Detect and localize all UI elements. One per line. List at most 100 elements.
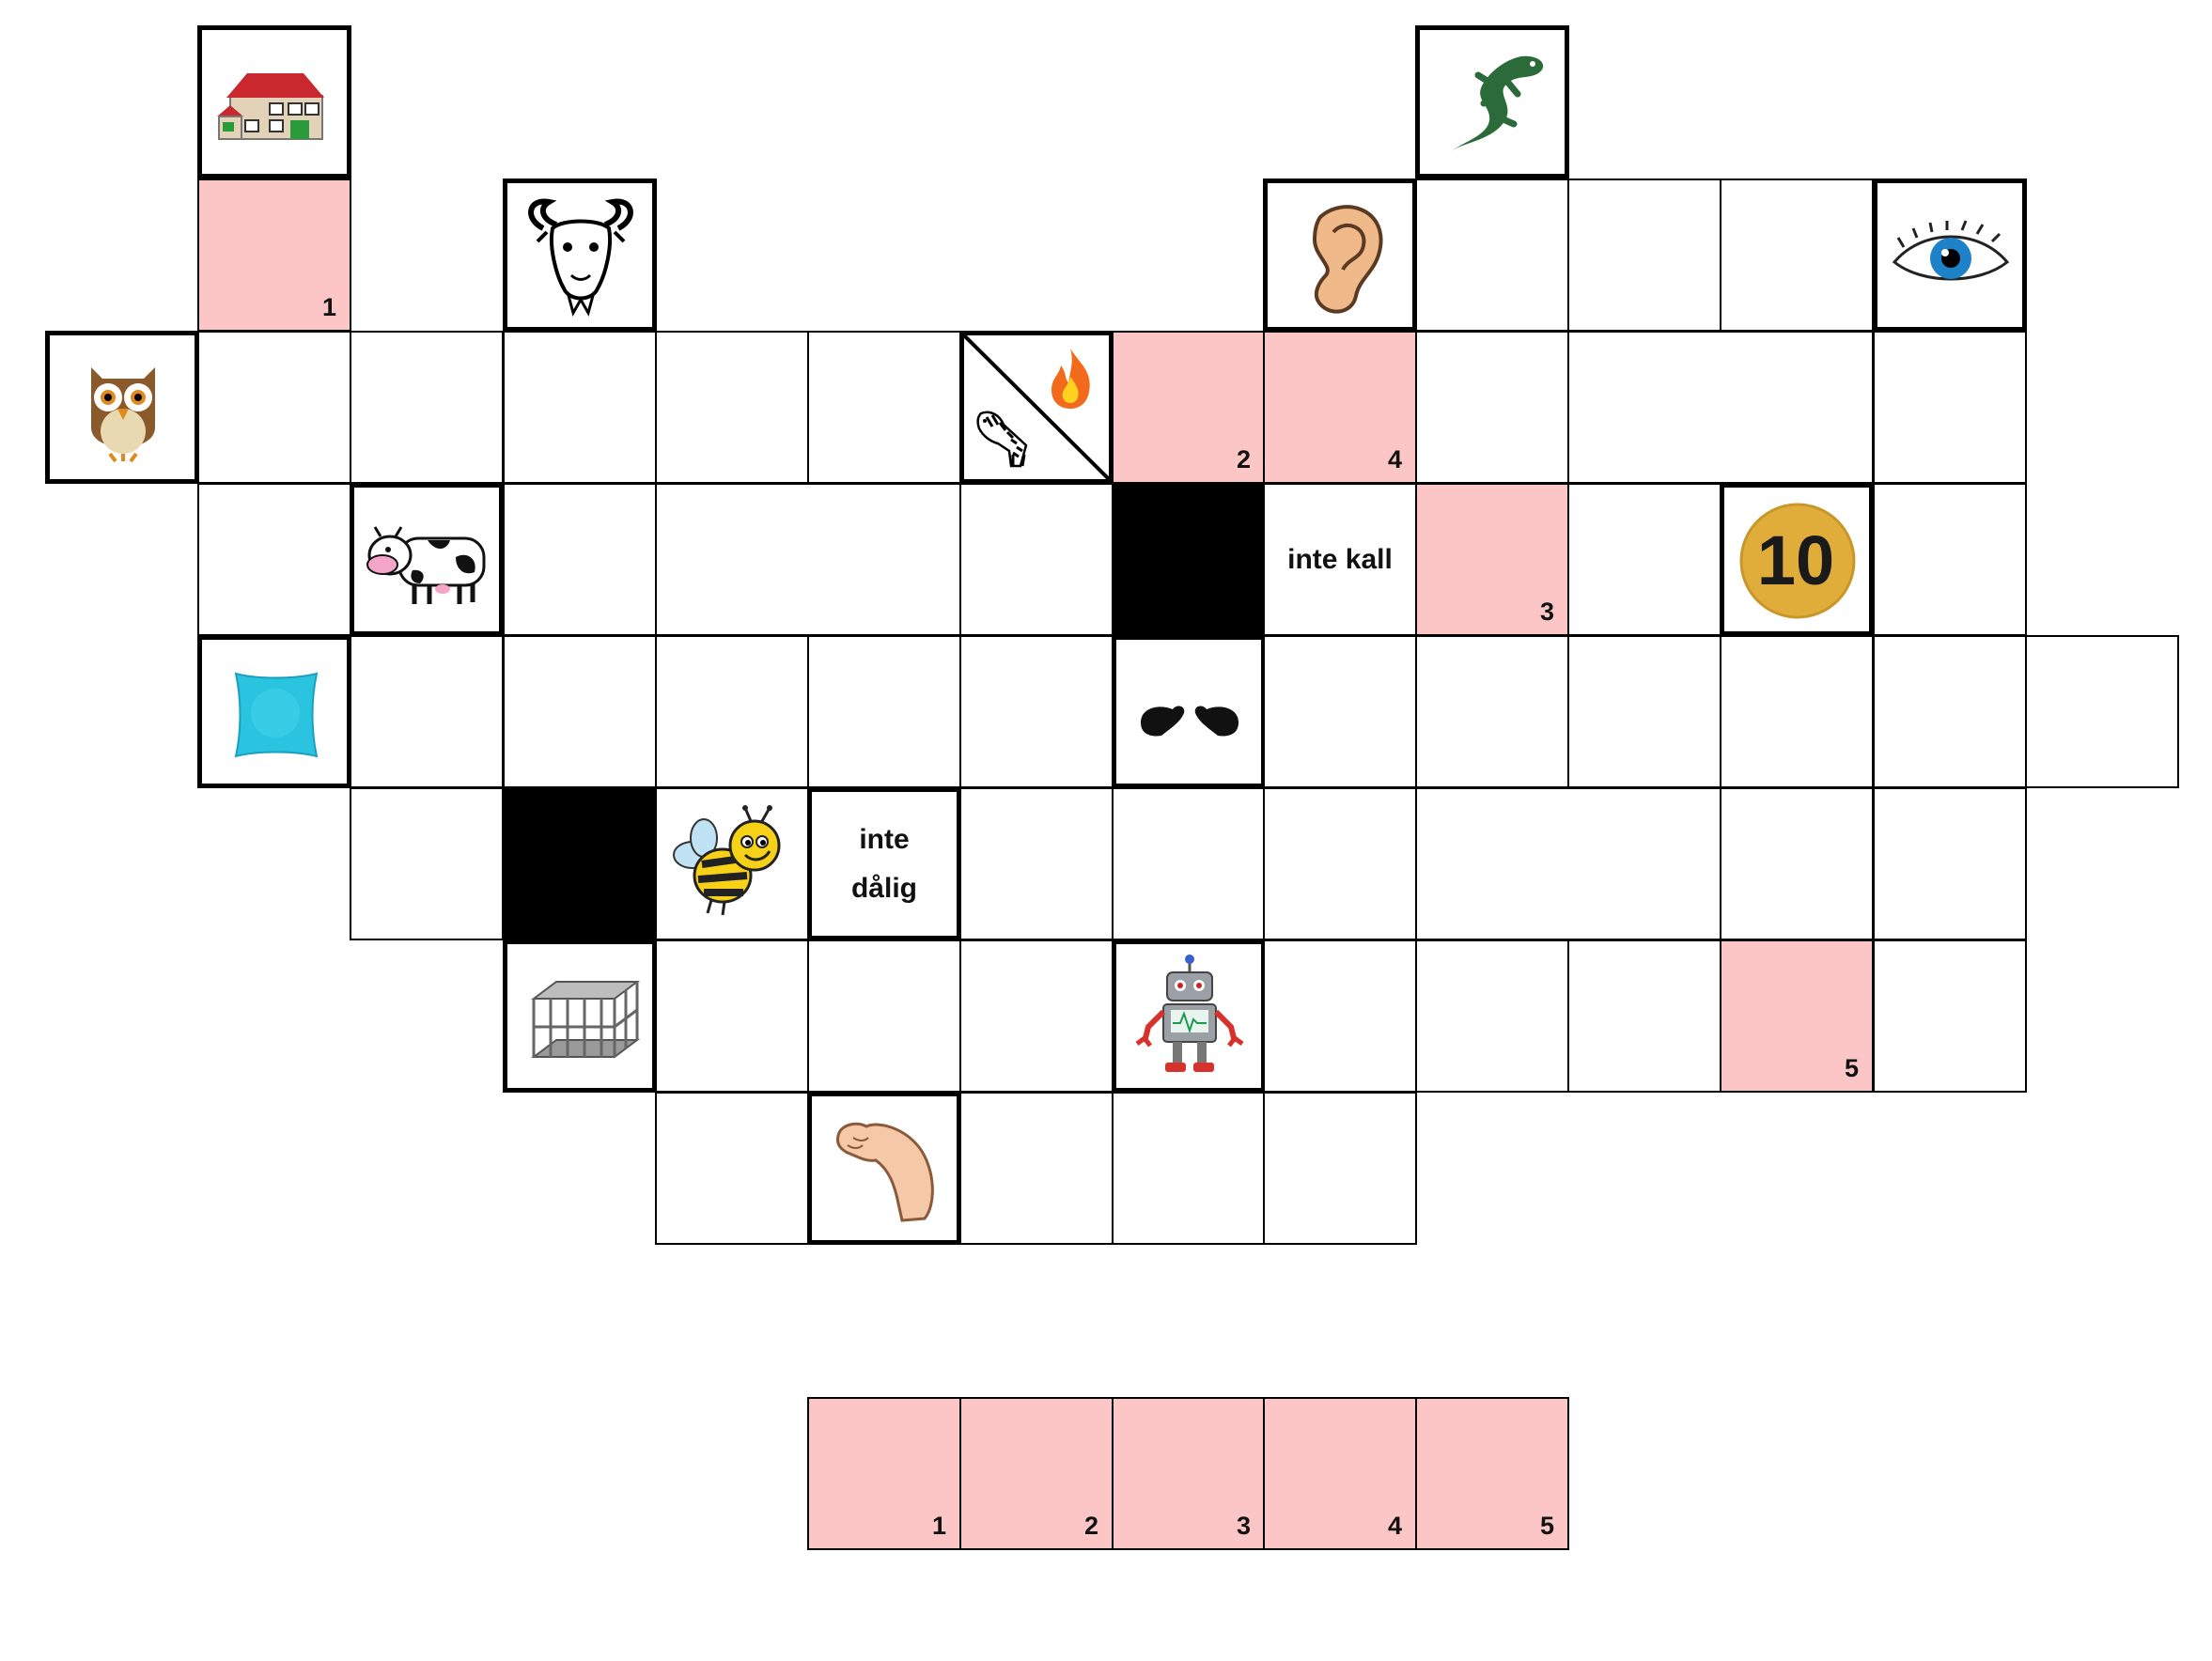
clue-cell-not-cold: inte kall: [1263, 483, 1417, 636]
robot-icon: [1135, 955, 1244, 1072]
cell-number: 5: [1844, 1054, 1859, 1082]
clue-cell-eye: [1873, 179, 2027, 332]
clue-cell-zebra-fire: [959, 331, 1114, 484]
grid-cell[interactable]: [197, 483, 351, 636]
cell-number: 1: [321, 293, 336, 321]
grid-cell[interactable]: [1415, 331, 1569, 484]
gnu-head-icon: [528, 198, 633, 317]
grid-cell[interactable]: 4: [1263, 331, 1417, 484]
grid-cell[interactable]: [350, 331, 504, 484]
grid-cell[interactable]: [1415, 787, 1721, 940]
grid-cell[interactable]: [807, 939, 961, 1093]
clue-text-not-bad-line2: dålig: [850, 872, 917, 904]
clue-cell-cage: [503, 939, 657, 1093]
answer-number: 2: [1083, 1512, 1098, 1540]
grid-cell[interactable]: [1873, 331, 2027, 484]
clue-text-not-bad-line1: inte: [859, 823, 910, 855]
cage-icon: [531, 981, 640, 1058]
clue-cell-ear: [1263, 179, 1417, 332]
clue-cell-robot: [1112, 939, 1266, 1093]
answer-cell[interactable]: 1: [807, 1397, 961, 1550]
grid-cell[interactable]: [959, 483, 1114, 636]
grid-cell[interactable]: [1873, 787, 2027, 940]
clue-cell-bee: [655, 787, 809, 940]
grid-cell[interactable]: [2025, 635, 2179, 788]
ear-icon: [1312, 205, 1383, 314]
grid-cell[interactable]: [1263, 1092, 1417, 1245]
grid-cell[interactable]: [807, 635, 961, 788]
grid-cell[interactable]: [1567, 179, 1721, 332]
grid-cell[interactable]: [959, 635, 1114, 788]
clue-cell-gnu: [503, 179, 657, 332]
grid-cell[interactable]: [350, 635, 504, 788]
clue-text-not-cold: inte kall: [1287, 543, 1393, 575]
grid-cell[interactable]: 3: [1415, 483, 1569, 636]
coin-value: 10: [1757, 521, 1834, 599]
clue-cell-not-bad: inte dålig: [807, 787, 961, 940]
grid-cell[interactable]: [655, 483, 961, 636]
clue-cell-pillow: [197, 635, 351, 788]
answer-cell[interactable]: 3: [1112, 1397, 1266, 1550]
grid-cell[interactable]: [503, 331, 657, 484]
grid-cell[interactable]: [1720, 787, 1874, 940]
cell-number: 4: [1387, 445, 1402, 473]
clue-cell-lizard: [1415, 25, 1569, 179]
grid-cell[interactable]: [1873, 483, 2027, 636]
grid-cell[interactable]: [959, 939, 1114, 1093]
clue-cell-ten: 10: [1720, 483, 1874, 636]
cell-number: 2: [1236, 445, 1251, 473]
cell-number: 3: [1539, 598, 1554, 626]
grid-cell[interactable]: [807, 331, 961, 484]
grid-cell[interactable]: [655, 939, 809, 1093]
grid-cell[interactable]: [503, 483, 657, 636]
grid-cell[interactable]: [959, 787, 1114, 940]
answer-cell[interactable]: 4: [1263, 1397, 1417, 1550]
grid-cell[interactable]: [1415, 635, 1569, 788]
grid-cell[interactable]: [1112, 787, 1266, 940]
grid-cell[interactable]: [1263, 635, 1417, 788]
coin-ten-icon: 10: [1739, 503, 1856, 619]
eye-icon: [1892, 220, 2010, 281]
grid-cell[interactable]: [1415, 179, 1569, 332]
house-icon: [217, 73, 324, 140]
diagonal-divider: [964, 335, 1109, 479]
grid-cell[interactable]: [1567, 483, 1721, 636]
answer-cell[interactable]: 5: [1415, 1397, 1569, 1550]
blocked-cell: [1112, 483, 1266, 636]
grid-cell[interactable]: [1873, 939, 2027, 1093]
bee-icon: [673, 805, 781, 916]
grid-cell[interactable]: [1112, 1092, 1266, 1245]
grid-cell[interactable]: [1720, 179, 1874, 332]
answer-number: 1: [931, 1512, 946, 1540]
cow-icon: [366, 526, 486, 604]
grid-cell[interactable]: [1567, 939, 1721, 1093]
answer-number: 5: [1539, 1512, 1554, 1540]
grid-cell[interactable]: [1567, 635, 1721, 788]
arm-icon: [836, 1122, 934, 1222]
grid-cell[interactable]: 1: [197, 179, 351, 332]
grid-cell[interactable]: [655, 331, 809, 484]
grid-cell[interactable]: [350, 787, 504, 940]
clue-cell-cow: [350, 483, 504, 636]
answer-number: 4: [1387, 1512, 1402, 1540]
clue-cell-owl: [45, 331, 199, 484]
grid-cell[interactable]: [655, 1092, 809, 1245]
grid-cell[interactable]: [1720, 635, 1874, 788]
grid-cell[interactable]: [1873, 635, 2027, 788]
answer-number: 3: [1236, 1512, 1251, 1540]
answer-cell[interactable]: 2: [959, 1397, 1114, 1550]
grid-cell[interactable]: [1263, 939, 1417, 1093]
grid-cell[interactable]: 5: [1720, 939, 1874, 1093]
clue-cell-house: [197, 25, 351, 179]
grid-cell[interactable]: [1415, 939, 1569, 1093]
grid-cell[interactable]: [1567, 331, 1874, 484]
clue-cell-arm: [807, 1092, 961, 1245]
grid-cell[interactable]: [1263, 787, 1417, 940]
grid-cell[interactable]: [197, 331, 351, 484]
grid-cell[interactable]: 2: [1112, 331, 1266, 484]
grid-cell[interactable]: [959, 1092, 1114, 1245]
mittens-icon: [1141, 706, 1238, 737]
grid-cell[interactable]: [503, 635, 657, 788]
grid-cell[interactable]: [655, 635, 809, 788]
